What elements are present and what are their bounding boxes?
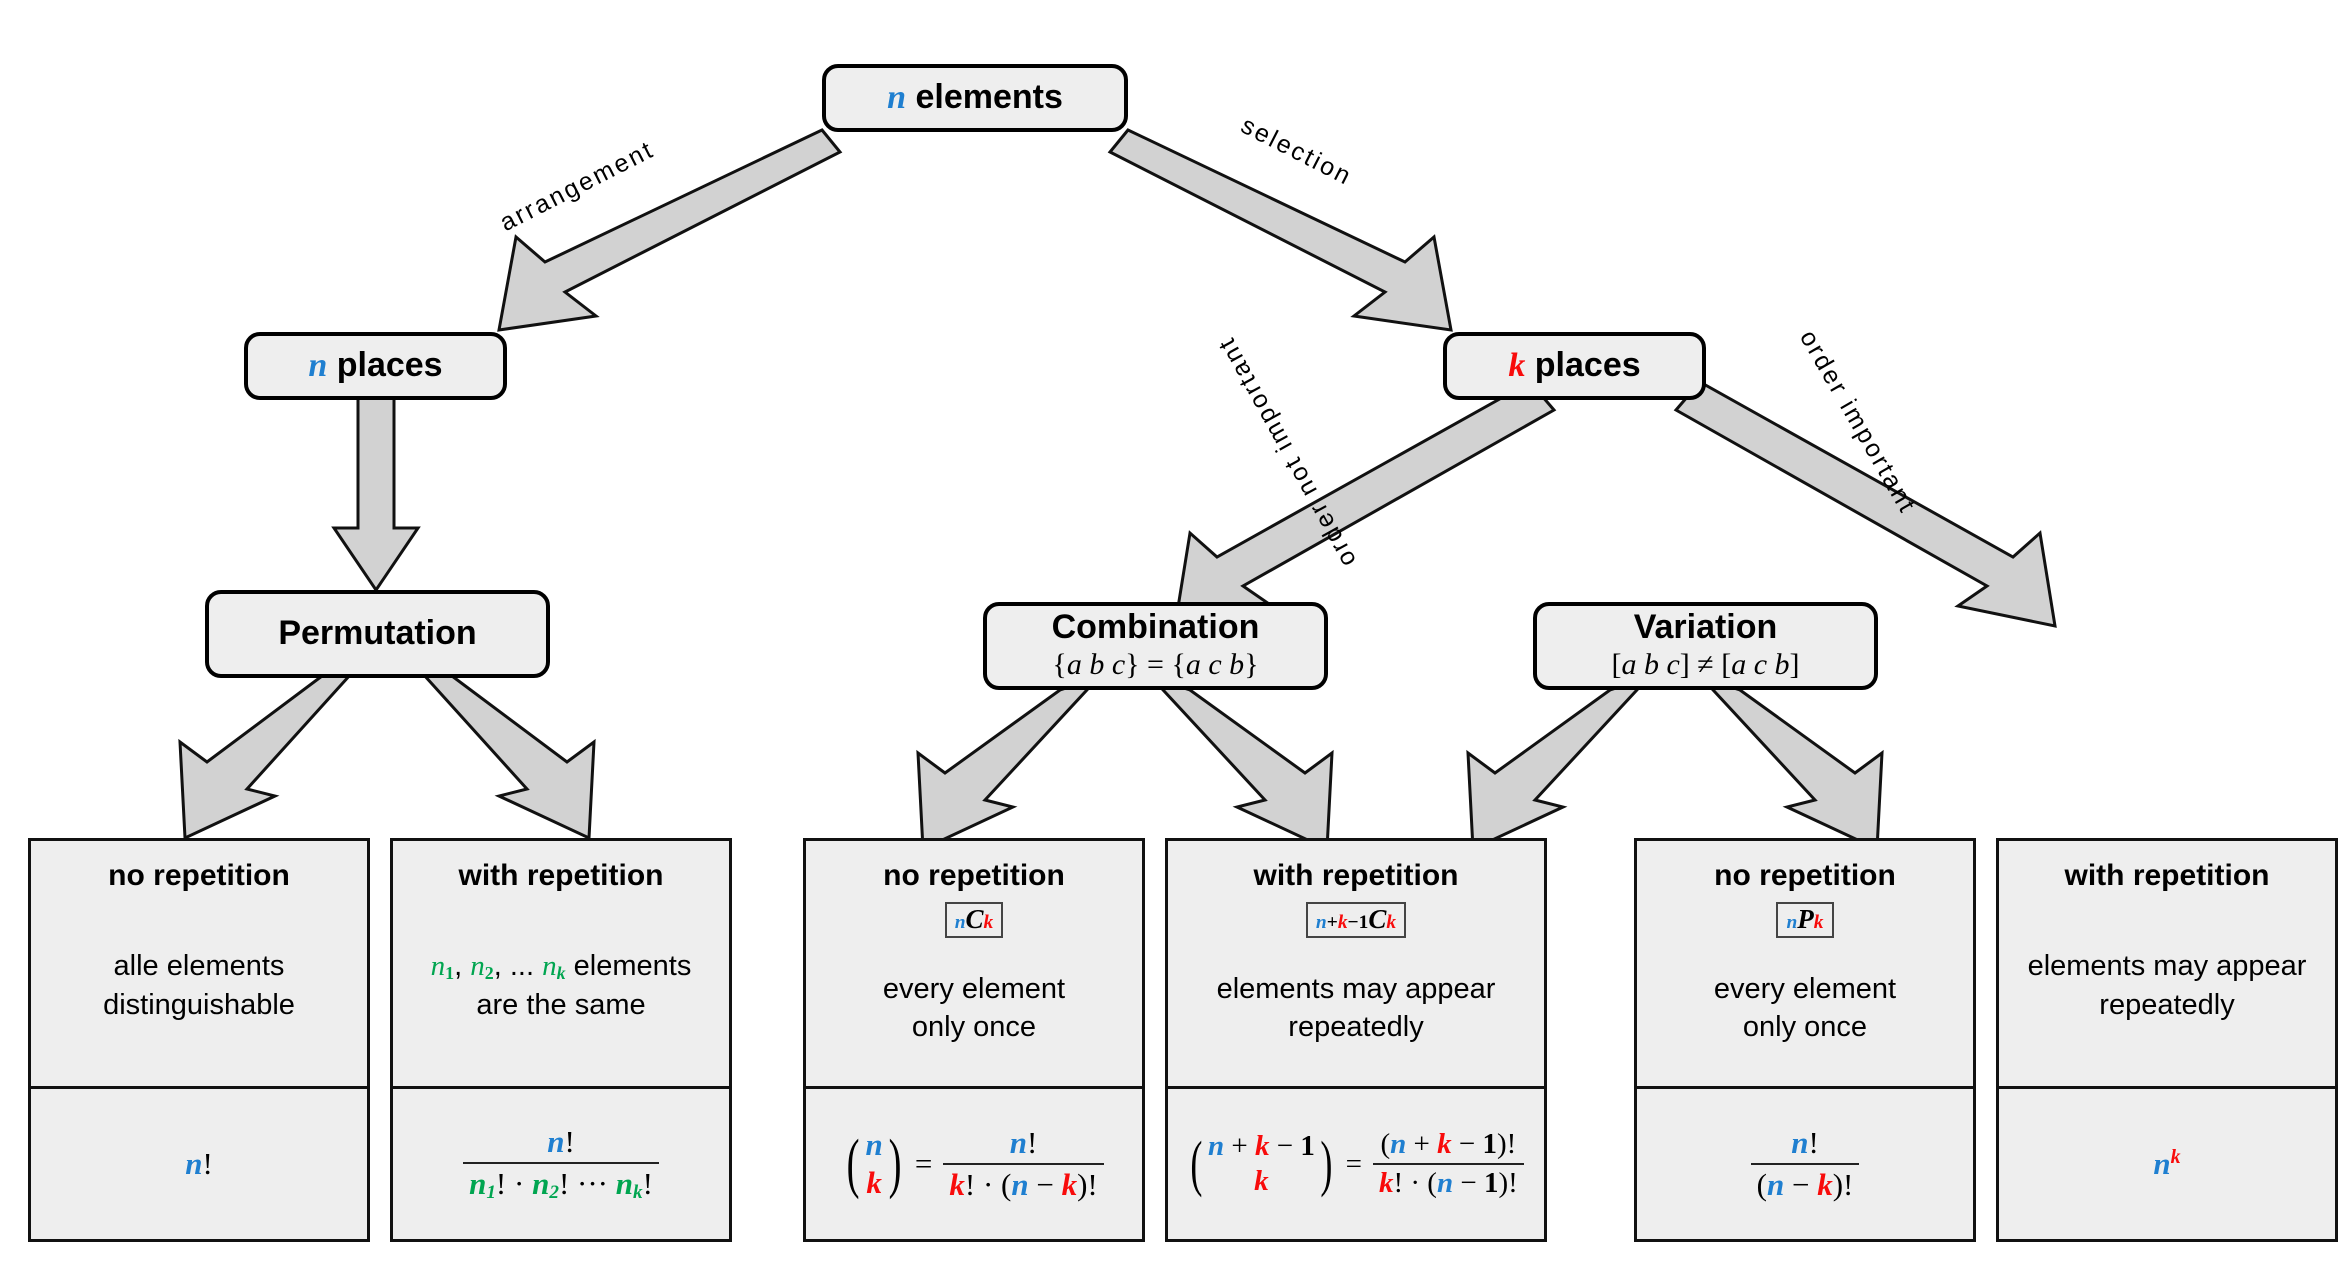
node-combination-title: Combination bbox=[1051, 608, 1260, 647]
leaf-divider bbox=[1637, 1086, 1973, 1089]
var-k: k bbox=[1508, 347, 1526, 385]
node-k-places[interactable]: k places bbox=[1443, 332, 1706, 400]
node-n-elements-title: n elements bbox=[887, 78, 1063, 117]
leaf-top: with repetition n1, n2, ... nk elements … bbox=[393, 841, 729, 1086]
edge-label-selection: selection bbox=[1236, 111, 1358, 192]
leaf-description: elements may appear repeatedly bbox=[1209, 938, 1504, 1086]
leaf-description: alle elements distinguishable bbox=[95, 894, 303, 1087]
leaf-top: with repetition n+k−1Ck elements may app… bbox=[1168, 841, 1544, 1086]
arrow-combination-to-leaf4 bbox=[1147, 674, 1334, 852]
node-combination[interactable]: Combination {a b c} = {a c b} bbox=[983, 602, 1328, 690]
leaf-desc-line: distinguishable bbox=[103, 988, 295, 1021]
leaf-divider bbox=[1168, 1086, 1544, 1089]
leaf-formula: n! bbox=[185, 1146, 213, 1181]
leaf-description: every element only once bbox=[1706, 938, 1904, 1086]
leaf-formula: n! n1! · n2! ··· nk! bbox=[393, 1089, 729, 1239]
leaf-permutation-no-repetition[interactable]: no repetition alle elements distinguisha… bbox=[28, 838, 370, 1242]
leaf-head: no repetition bbox=[108, 859, 290, 892]
leaf-formula: n! (n − k)! bbox=[1637, 1089, 1973, 1239]
node-variation-subtitle: [a b c] ≠ [a c b] bbox=[1611, 648, 1800, 682]
var-n: n bbox=[308, 347, 328, 385]
node-n-places[interactable]: n places bbox=[244, 332, 507, 400]
leaf-desc-line: repeatedly bbox=[2099, 988, 2235, 1021]
node-n-places-text: places bbox=[327, 346, 443, 385]
leaf-description: elements may appear repeatedly bbox=[2020, 894, 2315, 1087]
leaf-divider bbox=[31, 1086, 367, 1089]
node-k-places-title: k places bbox=[1508, 346, 1641, 385]
leaf-badge-notation: nCk bbox=[944, 901, 1004, 939]
leaf-top: no repetition nPk every element only onc… bbox=[1637, 841, 1973, 1086]
node-variation-title: Variation bbox=[1633, 608, 1778, 647]
leaf-combination-no-repetition[interactable]: no repetition nCk every element only onc… bbox=[803, 838, 1145, 1242]
arrow-root-to-n-places bbox=[497, 128, 843, 332]
leaf-description: n1, n2, ... nk elements are the same bbox=[423, 894, 700, 1087]
node-n-elements[interactable]: n elements bbox=[822, 64, 1128, 132]
edge-label-order-not-important: order not important bbox=[1211, 331, 1362, 572]
leaf-divider bbox=[393, 1086, 729, 1089]
leaf-badge-notation: nPk bbox=[1776, 901, 1834, 939]
arrow-variation-to-leaf5 bbox=[1466, 674, 1653, 852]
leaf-desc-line: elements may appear bbox=[2027, 950, 2307, 983]
leaf-divider bbox=[1999, 1086, 2335, 1089]
leaf-desc-line: alle elements bbox=[113, 950, 285, 983]
arrow-permutation-to-leaf2 bbox=[409, 660, 596, 841]
arrow-variation-to-leaf6 bbox=[1697, 674, 1884, 852]
leaf-top: no repetition alle elements distinguisha… bbox=[31, 841, 367, 1086]
leaf-desc-line: repeatedly bbox=[1288, 1011, 1424, 1044]
leaf-variation-with-repetition[interactable]: with repetition elements may appear repe… bbox=[1996, 838, 2338, 1242]
leaf-divider bbox=[806, 1086, 1142, 1089]
leaf-desc-line: every element bbox=[1713, 972, 1897, 1005]
arrow-combination-to-leaf3 bbox=[916, 674, 1103, 852]
leaf-desc-line: elements may appear bbox=[1216, 972, 1496, 1005]
node-n-places-title: n places bbox=[308, 346, 443, 385]
leaf-combination-with-repetition[interactable]: with repetition n+k−1Ck elements may app… bbox=[1165, 838, 1547, 1242]
leaf-desc-line: only once bbox=[1742, 1011, 1868, 1044]
leaf-formula: nk bbox=[2153, 1146, 2181, 1181]
leaf-variation-no-repetition[interactable]: no repetition nPk every element only onc… bbox=[1634, 838, 1976, 1242]
var-n: n bbox=[887, 79, 907, 117]
leaf-head: with repetition bbox=[458, 859, 664, 892]
leaf-head: no repetition bbox=[1714, 859, 1896, 892]
arrow-permutation-to-leaf1 bbox=[178, 660, 365, 841]
leaf-head: with repetition bbox=[1253, 859, 1459, 892]
node-combination-subtitle: {a b c} = {a c b} bbox=[1052, 648, 1259, 682]
leaf-desc-line: only once bbox=[911, 1011, 1037, 1044]
arrow-k-places-to-combination bbox=[1173, 380, 1557, 628]
leaf-top: with repetition elements may appear repe… bbox=[1999, 841, 2335, 1086]
leaf-formula: ( n k ) = n! k! · (n − k)! bbox=[806, 1089, 1142, 1239]
node-n-elements-text: elements bbox=[906, 78, 1063, 117]
leaf-permutation-with-repetition[interactable]: with repetition n1, n2, ... nk elements … bbox=[390, 838, 732, 1242]
leaf-formula: ( n + k − 1 k ) = (n + k − 1)! k! · (n −… bbox=[1168, 1089, 1544, 1239]
node-variation[interactable]: Variation [a b c] ≠ [a c b] bbox=[1533, 602, 1878, 690]
leaf-head: no repetition bbox=[883, 859, 1065, 892]
leaf-desc-line: every element bbox=[882, 972, 1066, 1005]
node-permutation-title: Permutation bbox=[278, 614, 477, 653]
edge-label-order-important: order important bbox=[1794, 325, 1922, 519]
leaf-desc-line: are the same bbox=[476, 988, 646, 1021]
leaf-description: every element only once bbox=[875, 938, 1073, 1086]
leaf-badge-notation: n+k−1Ck bbox=[1305, 901, 1407, 939]
edge-label-arrangement: arrangement bbox=[495, 135, 659, 238]
leaf-desc-line: n1, n2, ... nk elements bbox=[430, 950, 692, 984]
leaf-top: no repetition nCk every element only onc… bbox=[806, 841, 1142, 1086]
node-permutation[interactable]: Permutation bbox=[205, 590, 550, 678]
node-k-places-text: places bbox=[1525, 346, 1641, 385]
arrow-n-places-to-permutation bbox=[331, 381, 421, 593]
leaf-head: with repetition bbox=[2064, 859, 2270, 892]
